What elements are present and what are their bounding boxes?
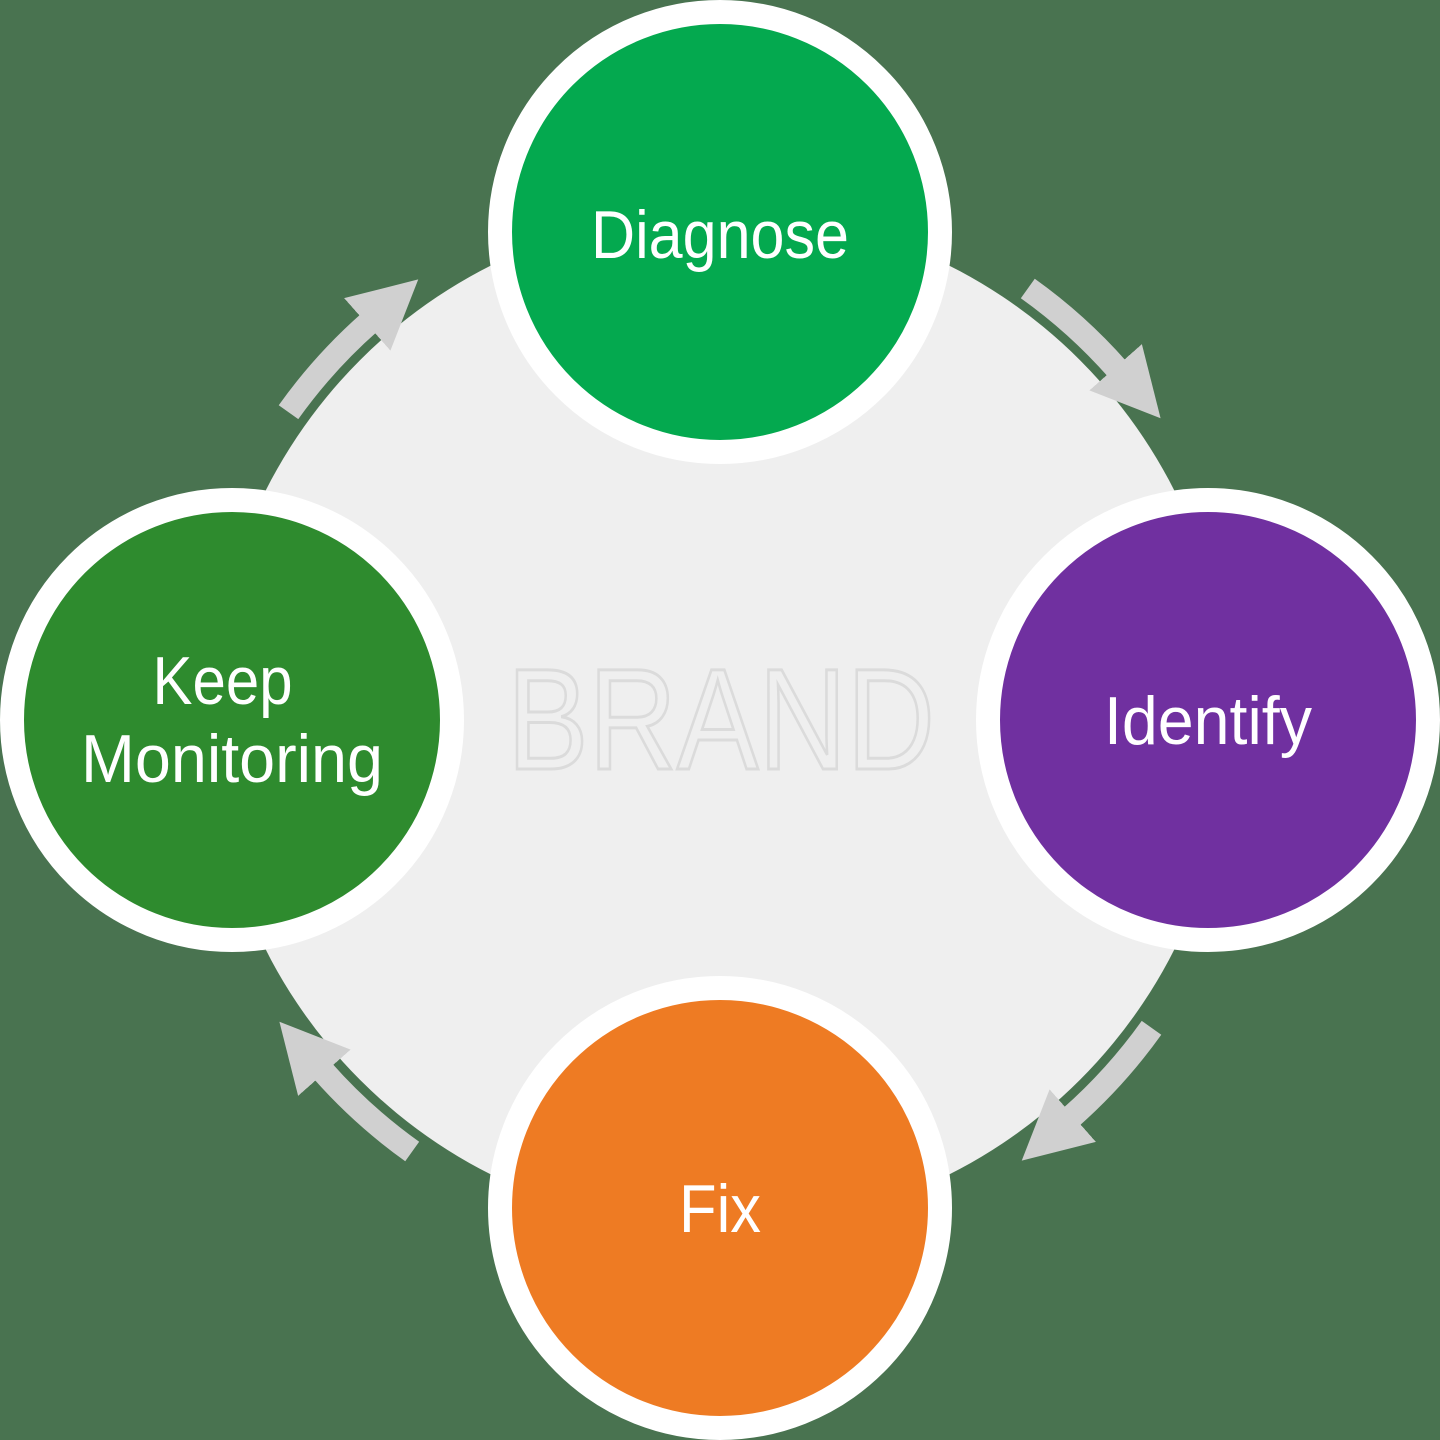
- arrow-diagnose-to-identify-icon: [1020, 278, 1161, 419]
- arrow-identify-to-fix-icon: [1021, 1020, 1162, 1161]
- node-keep-monitoring-label-line1: Keep: [153, 643, 293, 719]
- arrow-fix-to-keep-monitoring-icon: [279, 1021, 420, 1162]
- node-identify-circle: [976, 488, 1440, 952]
- node-fix: Fix: [488, 976, 952, 1440]
- node-keep-monitoring-label: Keep Monitoring: [81, 643, 383, 797]
- brand-watermark: BRAND: [507, 639, 935, 800]
- node-fix-circle: [488, 976, 952, 1440]
- node-diagnose-circle: [488, 0, 952, 464]
- node-keep-monitoring: Keep Monitoring: [0, 488, 464, 952]
- node-fix-label: Fix: [679, 1171, 761, 1247]
- node-keep-monitoring-label-line2: Monitoring: [81, 721, 383, 797]
- arrow-keep-monitoring-to-diagnose-icon: [278, 279, 419, 420]
- node-identify-label: Identify: [1104, 683, 1312, 759]
- node-diagnose: Diagnose: [488, 0, 952, 464]
- node-keep-monitoring-circle: [0, 488, 464, 952]
- node-diagnose-label: Diagnose: [591, 197, 849, 273]
- node-identify: Identify: [976, 488, 1440, 952]
- center-circle: [211, 211, 1229, 1229]
